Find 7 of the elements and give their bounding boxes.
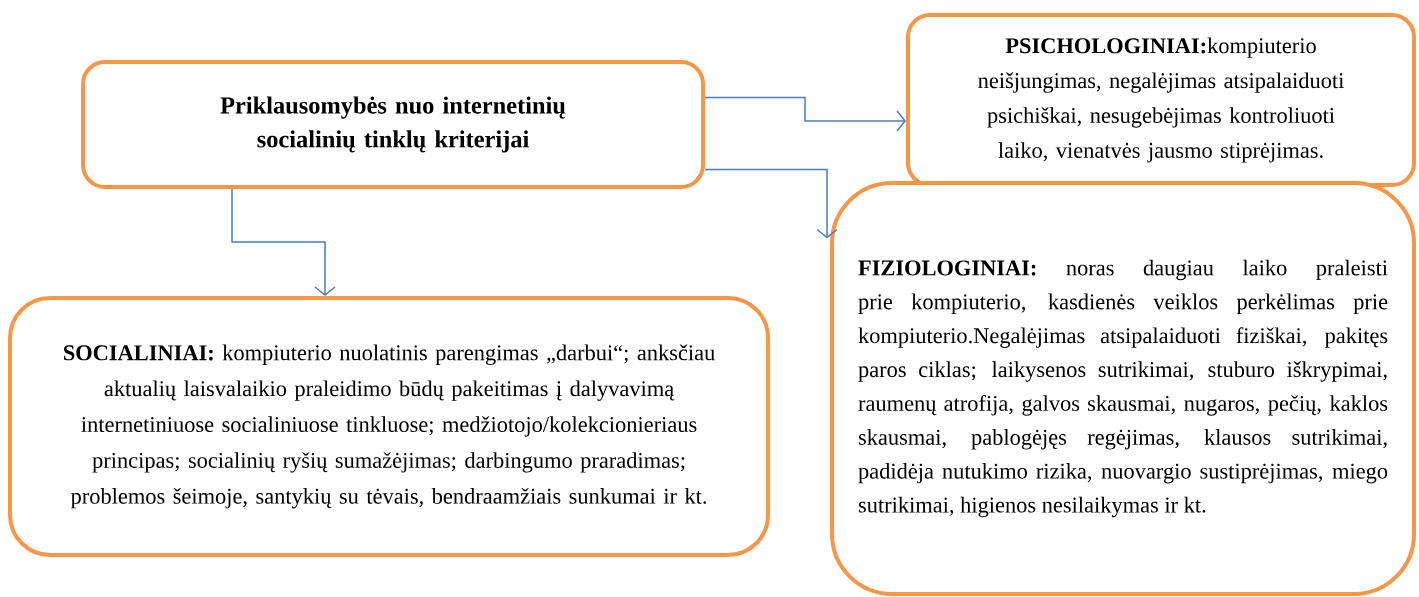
category-box: SOCIALINIAI: kompiuterio nuolatinis parengimas „darbui“; anksčiau aktualių laisvalaikio praleidimo būdų pakeitimas į dalyvavimą internetiniuose socialiniuose tinkluose; medžiotojo/kolekcionieriaus principas; socialinių ryšių sumažėjimas; darbingumo praradimas; problemos šeimoje, santykių su tėvais, bendraamžiais sunkumai ir kt. [8,296,770,557]
arrow [704,96,906,132]
arrow [704,168,838,239]
title-box: Priklausomybės nuo internetinių socialinių tinklų kriterijai [81,60,705,189]
arrow [231,188,336,296]
category-box: FIZIOLOGINIAI: noras daugiau laiko praleisti prie kompiuterio, kasdienės veiklos perkėlimas prie kompiuterio.Negalėjimas atsipalaiduoti fiziškai, pakitęs paros ciklas; laikysenos sutrikimai, stuburo iškrypimai, raumenų atrofija, galvos skausmai, nugaros, pečių, kaklos skausmai, pablogėjęs regėjimas, klausos sutrikimai, padidėja nutukimo rizika, nuovargio sustiprėjimas, miego sutrikimai, higienos nesilaikymas ir kt. [830,181,1416,596]
category-box: PSICHOLOGINIAI:kompiuterio neišjungimas, negalėjimas atsipalaiduoti psichiškai, nesugebėjimas kontroliuoti laiko, vienatvės jausmo stiprėjimas. [906,13,1416,187]
